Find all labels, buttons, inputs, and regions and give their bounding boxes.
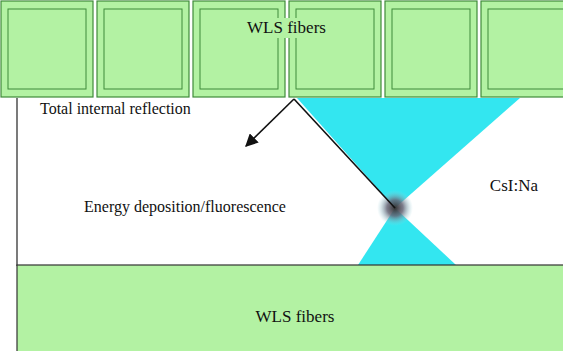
fiber-square	[97, 1, 189, 97]
crystal-edge	[16, 98, 17, 266]
fiber-band	[17, 265, 563, 351]
fiber-core	[104, 9, 182, 89]
region-label: WLS fibers	[253, 307, 338, 327]
fiber-band: WLS fibers	[0, 0, 563, 98]
region-label: WLS fibers	[244, 18, 329, 38]
annotation: Energy deposition/fluorescence	[82, 198, 288, 216]
fiber-core	[392, 9, 470, 89]
fiber-square	[385, 1, 477, 97]
fiber-core	[8, 9, 86, 89]
fiber-core	[488, 9, 563, 89]
fiber-band: WLS fibers	[17, 265, 563, 351]
fiber-square	[289, 1, 381, 97]
fiber-square	[193, 1, 285, 97]
annotation: Total internal reflection	[38, 100, 193, 118]
fiber-square	[1, 1, 93, 97]
reflected-ray	[246, 99, 294, 146]
crystal-region: CsI:Na	[17, 98, 563, 265]
fiber-row	[1, 1, 563, 97]
region-label: CsI:Na	[487, 176, 541, 196]
fiber-square	[481, 1, 563, 97]
light-ray	[294, 99, 395, 208]
